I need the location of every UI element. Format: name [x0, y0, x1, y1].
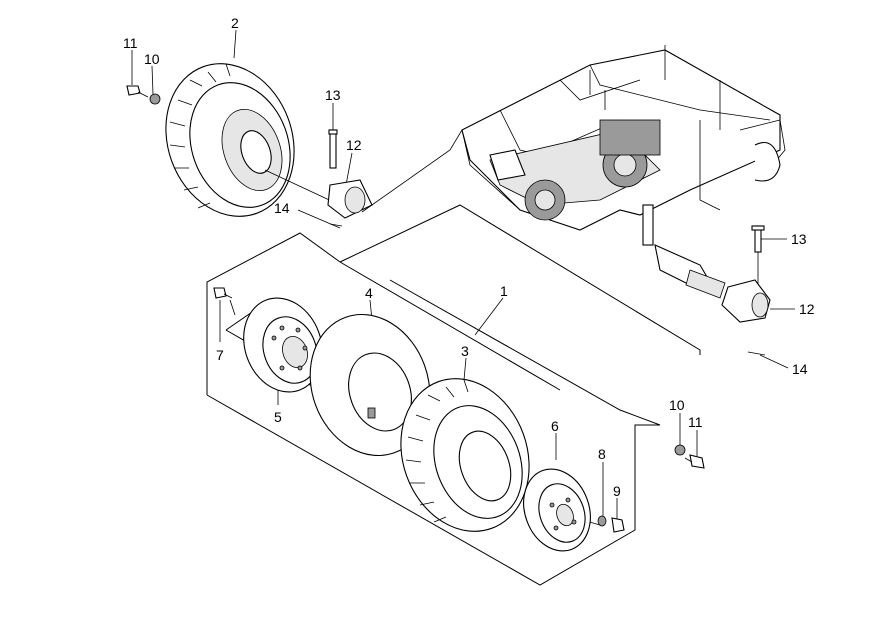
- inner-tube-4: [309, 313, 431, 457]
- transmission-frame: [461, 45, 786, 299]
- callout-10-lower: 10: [669, 397, 685, 413]
- callout-14-right: 14: [792, 361, 808, 377]
- callout-5: 5: [274, 409, 282, 425]
- callout-12-upper: 12: [346, 137, 362, 153]
- leader-lines: [131, 29, 795, 526]
- callout-3: 3: [461, 343, 469, 359]
- upper-tire-assembly: [165, 63, 341, 217]
- callout-7: 7: [216, 347, 224, 363]
- callout-14-upper: 14: [274, 200, 290, 216]
- callout-12-right: 12: [799, 301, 815, 317]
- callout-labels: 1 2 3 4 5 6 7 8 9 10 10 11 11 12 12 13 1…: [123, 15, 815, 499]
- tire-3: [400, 378, 530, 532]
- callout-6: 6: [551, 418, 559, 434]
- right-hub: [329, 223, 771, 356]
- washer-8-nut-9: [597, 515, 625, 533]
- callout-9: 9: [613, 483, 621, 499]
- callout-1: 1: [500, 283, 508, 299]
- callout-8: 8: [598, 446, 606, 462]
- bolt-7: [213, 287, 233, 299]
- upper-hub: [327, 129, 373, 219]
- callout-11-lower: 11: [688, 414, 703, 430]
- callout-13-right: 13: [791, 231, 807, 247]
- callout-2: 2: [231, 15, 239, 31]
- inner-rim-5: [243, 297, 323, 393]
- callout-10-upper: 10: [144, 51, 160, 67]
- callout-13-upper: 13: [325, 87, 341, 103]
- callout-4: 4: [365, 285, 373, 301]
- outer-rim-6: [523, 468, 591, 552]
- callout-11-upper: 11: [123, 35, 138, 51]
- lower-bolt-washer: [674, 444, 705, 469]
- upper-bolt-washer: [126, 85, 161, 105]
